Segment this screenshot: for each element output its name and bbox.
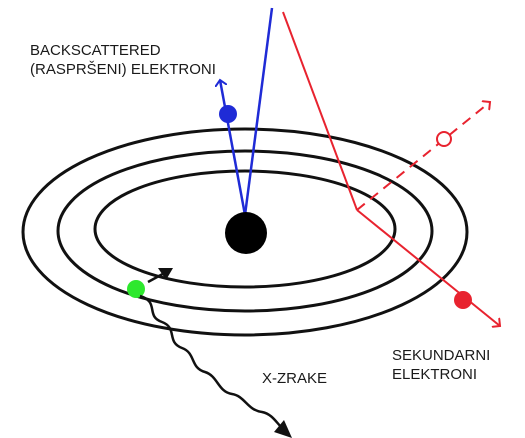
backscattered-label-line1: BACKSCATTERED	[30, 42, 161, 59]
backscattered-path	[220, 80, 247, 216]
middle-orbit	[56, 149, 434, 313]
secondary-label-line1: SEKUNDARNI	[392, 347, 490, 364]
transition-arrowhead-icon	[158, 268, 173, 280]
backscattered-electron-icon	[219, 105, 237, 123]
incident-beam-blue	[243, 7, 274, 216]
xray-label: X-ZRAKE	[262, 370, 327, 387]
secondary-electron-path	[356, 209, 500, 326]
secondary-label-line2: ELEKTRONI	[392, 366, 477, 383]
xray-arrowhead-icon	[274, 420, 292, 438]
backscattered-label-line2: (RASPRŠENI) ELEKTRONI	[30, 61, 216, 78]
inner-orbit	[93, 169, 397, 289]
xray-wave	[139, 294, 283, 429]
nucleus-icon	[225, 212, 267, 254]
secondary-electron-icon	[454, 291, 472, 309]
inner-shell-electron-icon	[127, 280, 145, 298]
ejected-dashed-path	[356, 102, 490, 211]
incident-beam-red	[282, 11, 358, 211]
outer-orbit	[21, 127, 469, 337]
ejected-path-hollow-icon	[436, 131, 452, 147]
